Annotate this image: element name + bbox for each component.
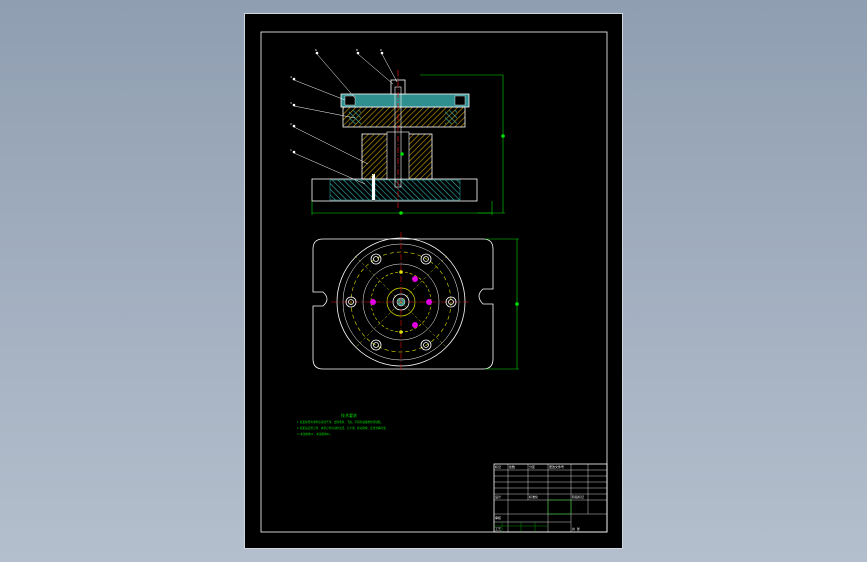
balloon-9: 9 xyxy=(380,48,382,52)
note-line-2: 2.装配后定位元件、夹紧元件应动作灵活，无卡滞、松动现象，定位准确可靠。 xyxy=(297,426,388,430)
balloon-markers xyxy=(292,51,384,154)
title-cell-8: 审核 xyxy=(495,515,501,520)
drawing-sheet: 技术要求 1.装配前所有零件应清洗干净，去除毛刺、飞边，不得有磕碰划伤等缺陷。 … xyxy=(244,13,623,549)
notes-heading: 技术要求 xyxy=(341,412,357,418)
front-section-view xyxy=(292,51,505,215)
cover-plate xyxy=(340,93,470,108)
balloon-4: 4 xyxy=(290,75,292,79)
balloon-8: 8 xyxy=(356,48,358,52)
balloon-6: 6 xyxy=(315,48,317,52)
title-cell-7: 阶段标记 xyxy=(572,494,584,499)
top-view xyxy=(312,232,519,372)
locating-pins xyxy=(370,276,432,328)
title-block: 标记 处数 分区 更改文件号 设计 标准化 阶段标记 审核 工艺 共 张 xyxy=(493,463,608,533)
technical-notes: 技术要求 1.装配前所有零件应清洗干净，去除毛刺、飞边，不得有磕碰划伤等缺陷。 … xyxy=(297,412,388,436)
balloon-3: 3 xyxy=(290,101,292,105)
front-dimensions xyxy=(311,74,505,215)
balloon-labels: 6 8 9 4 3 2 1 xyxy=(290,48,382,152)
title-cell-10: 共 张 xyxy=(572,526,580,531)
note-line-1: 1.装配前所有零件应清洗干净，去除毛刺、飞边，不得有磕碰划伤等缺陷。 xyxy=(297,420,383,424)
title-cell-3: 分区 xyxy=(529,464,535,469)
title-cell-4: 更改文件号 xyxy=(549,464,564,469)
balloon-2: 2 xyxy=(290,122,292,126)
title-cell-1: 标记 xyxy=(495,464,501,469)
balloon-1: 1 xyxy=(290,148,292,152)
title-cell-9: 工艺 xyxy=(495,526,501,531)
cad-drawing: 技术要求 1.装配前所有零件应清洗干净，去除毛刺、飞边，不得有磕碰划伤等缺陷。 … xyxy=(260,31,608,533)
title-cell-5: 设计 xyxy=(495,494,501,499)
bolt-holes xyxy=(345,253,457,351)
title-cell-2: 处数 xyxy=(509,464,515,469)
title-cell-6: 标准化 xyxy=(529,494,538,499)
note-line-3: 3.未注倒角C1，未注圆角R1。 xyxy=(297,432,332,436)
base-outline xyxy=(312,238,494,370)
leader-lines xyxy=(293,53,398,185)
drawing-frame xyxy=(260,31,608,533)
